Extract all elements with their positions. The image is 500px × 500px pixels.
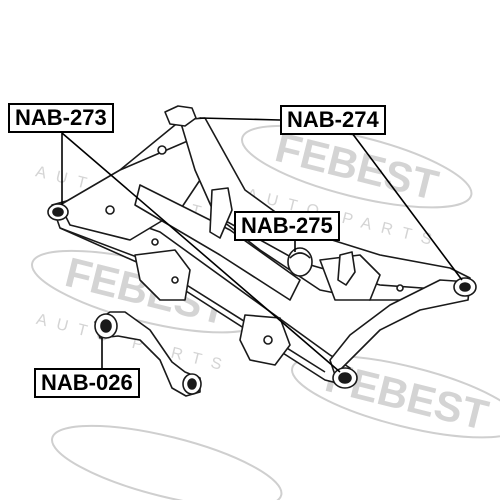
leader-nab-274-b (351, 132, 463, 281)
leader-lines (61, 117, 463, 373)
bushing-nab-274-right (453, 277, 477, 297)
label-nab-026: NAB-026 (34, 368, 140, 398)
label-nab-275: NAB-275 (234, 211, 340, 241)
bushing-nab-273 (47, 203, 69, 221)
leader-nab-273-b (61, 132, 341, 373)
label-nab-273: NAB-273 (8, 103, 114, 133)
bushing-rear-left (332, 367, 358, 389)
leader-nab-274-a (199, 117, 281, 121)
mount-nab-274 (164, 105, 197, 127)
center-stiffener (134, 184, 301, 301)
subframe-drawing (47, 105, 477, 397)
bushing-nab-275 (287, 247, 313, 277)
label-nab-274: NAB-274 (280, 105, 386, 135)
trailing-link-nab-026 (94, 311, 202, 397)
watermark-logo (51, 424, 283, 500)
